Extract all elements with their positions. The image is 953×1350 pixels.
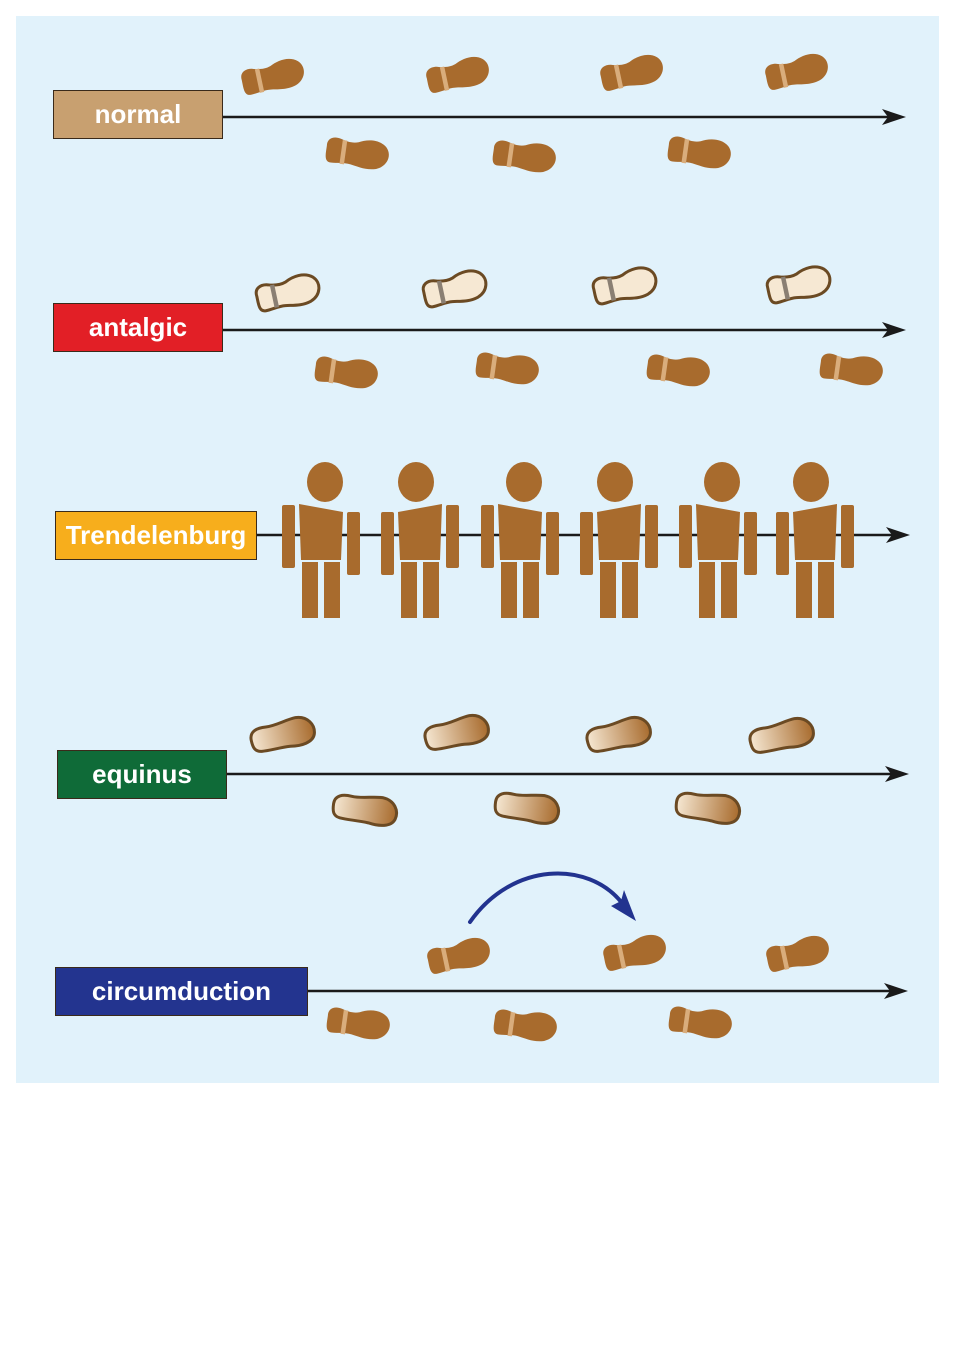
arrowhead-icon — [886, 527, 910, 543]
footprint-icon — [591, 266, 658, 306]
label-trendelenburg: Trendelenburg — [55, 511, 257, 560]
human-figure-icon — [381, 462, 459, 618]
human-figure-icon — [776, 462, 854, 618]
arrowhead-icon — [882, 322, 906, 338]
footprint-icon — [254, 273, 321, 313]
human-figure-icon — [481, 462, 559, 618]
footprint-icon — [766, 935, 829, 972]
footprint-icon — [765, 265, 832, 305]
footprint-icon — [423, 713, 490, 751]
footprint-icon — [493, 1009, 557, 1042]
footprint-icon — [314, 356, 378, 389]
label-circumduction: circumduction — [55, 967, 308, 1016]
footprint-icon — [331, 793, 399, 827]
footprint-icon — [426, 56, 489, 93]
footprint-icon — [493, 791, 561, 825]
arrowhead-icon — [884, 983, 908, 999]
footprint-icon — [668, 1006, 732, 1039]
footprint-icon — [603, 934, 666, 971]
footprint-icon — [585, 715, 652, 753]
arrowhead-icon — [885, 766, 909, 782]
footprint-icon — [241, 58, 304, 95]
footprint-icon — [326, 1007, 390, 1040]
footprint-icon — [819, 353, 883, 386]
footprint-icon — [646, 354, 710, 387]
footprint-icon — [674, 791, 742, 825]
human-figure-icon — [679, 462, 757, 618]
timeline-arrows — [223, 109, 910, 999]
curved-arrow-icon — [468, 871, 636, 924]
footprint-icon — [249, 715, 316, 753]
footprint-icon — [667, 136, 731, 169]
human-figure-icon — [580, 462, 658, 618]
human-figure-icon — [282, 462, 360, 618]
footprint-icon — [475, 352, 539, 385]
gait-marks — [241, 53, 883, 1042]
footprint-icon — [765, 53, 828, 90]
footprint-icon — [492, 140, 556, 173]
label-antalgic: antalgic — [53, 303, 223, 352]
label-normal: normal — [53, 90, 223, 139]
footprint-icon — [748, 716, 815, 754]
arrowhead-icon — [882, 109, 906, 125]
footprint-icon — [427, 937, 490, 974]
footprint-icon — [325, 137, 389, 170]
label-equinus: equinus — [57, 750, 227, 799]
footprint-icon — [600, 54, 663, 91]
footprint-icon — [421, 269, 488, 309]
